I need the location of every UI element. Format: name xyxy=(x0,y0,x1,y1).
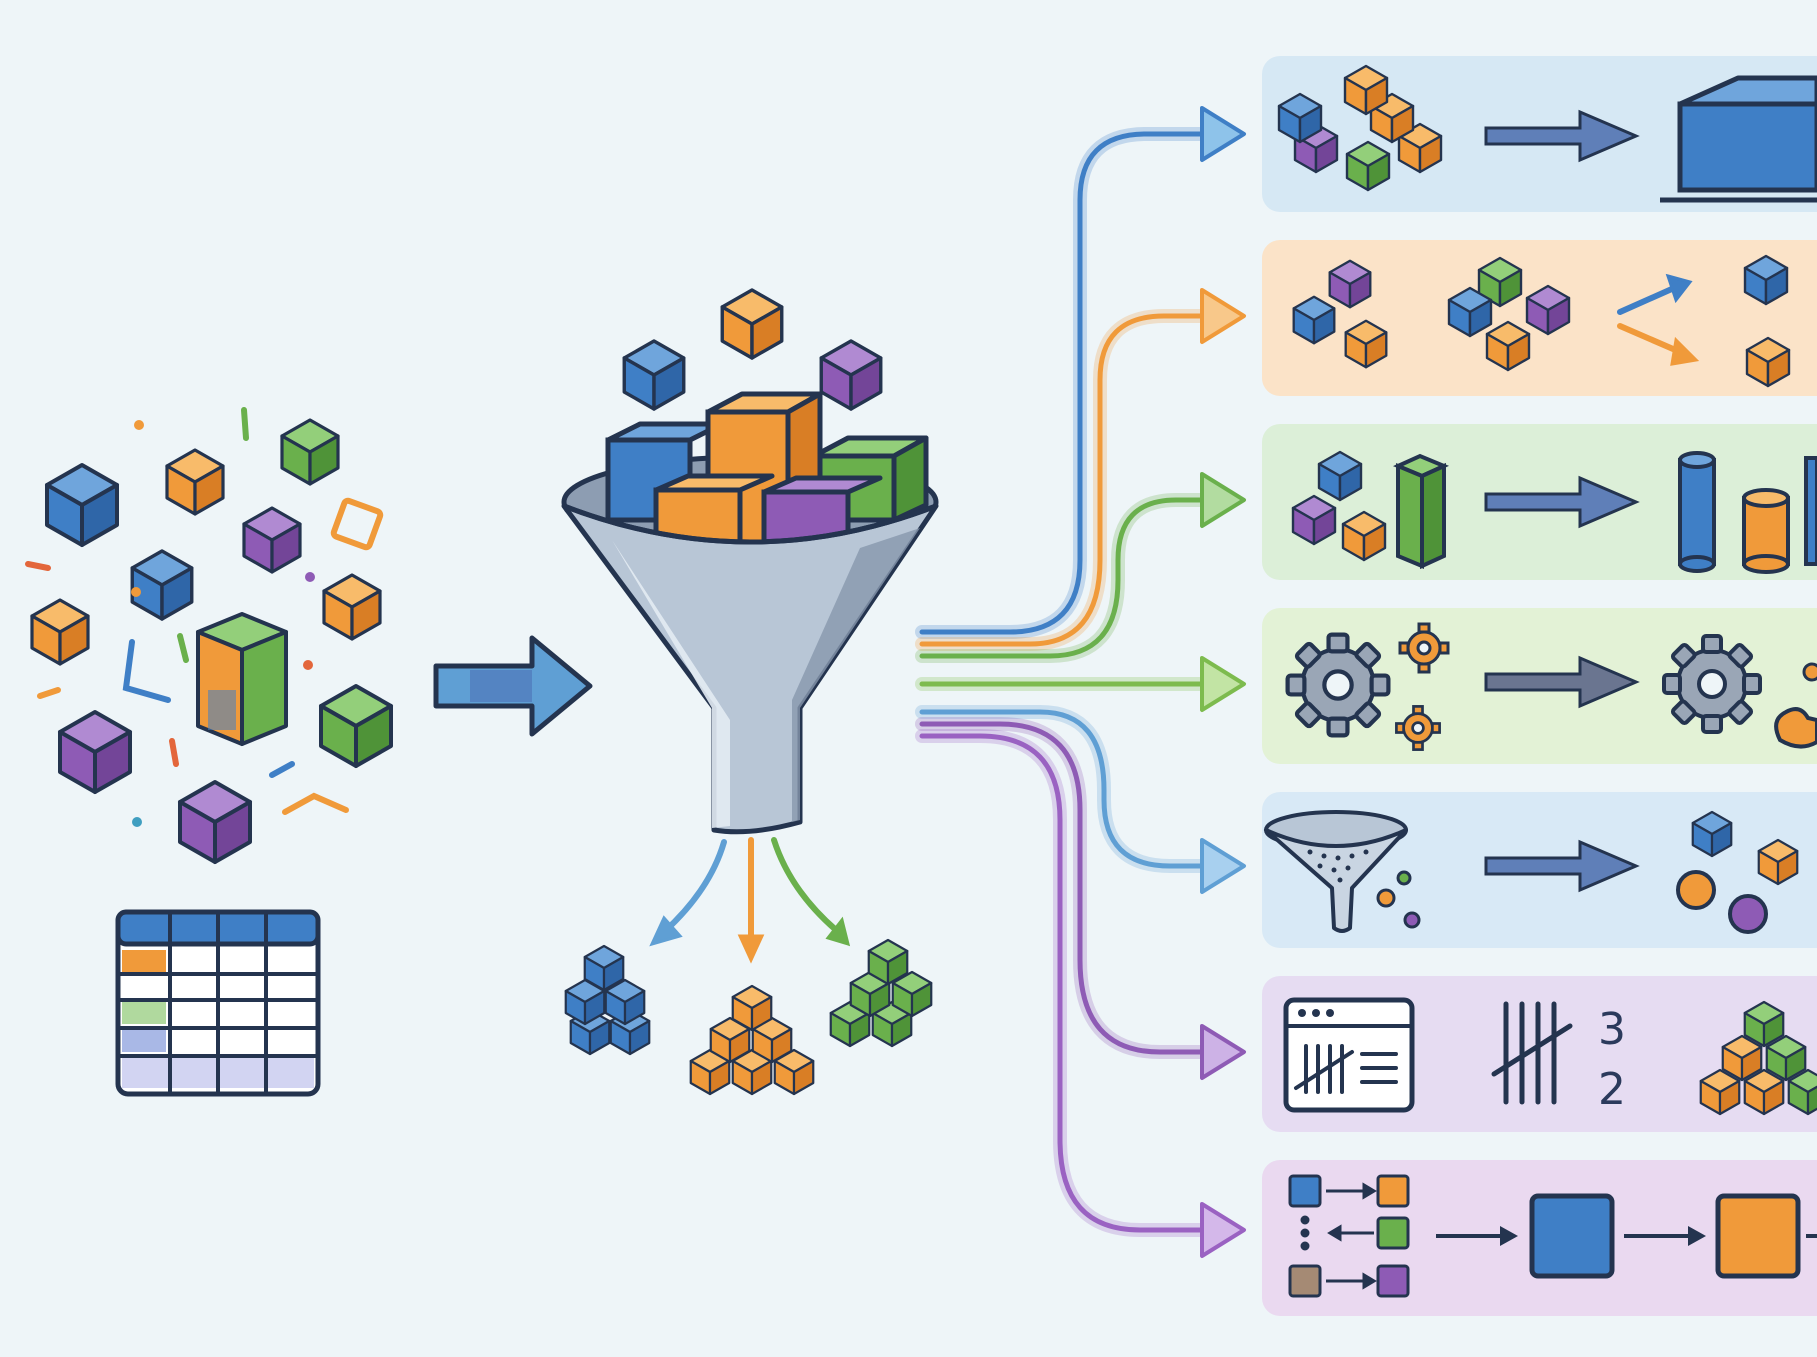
blue-cube-icon xyxy=(622,339,686,411)
sieve-funnel-icon xyxy=(1264,810,1421,933)
row-measure-content xyxy=(1291,450,1817,574)
light-green-pipeline-arrow-icon xyxy=(915,656,1246,712)
purple-cube-icon xyxy=(819,339,883,411)
tally-window-icon xyxy=(1283,997,1415,1113)
row-transform-content xyxy=(1288,622,1817,751)
green-stack xyxy=(829,938,933,1048)
blue-cube-icon xyxy=(130,549,194,621)
confetti-decoration xyxy=(25,407,384,827)
falling-cubes xyxy=(622,288,883,411)
mixed-cubes-icon xyxy=(1291,450,1450,570)
row-split-content xyxy=(1292,254,1791,388)
orange-cube-icon xyxy=(322,573,382,641)
arrow-icon xyxy=(1484,655,1640,709)
blue-cube-icon xyxy=(45,463,119,547)
purple-cube-icon xyxy=(178,780,252,864)
count-bottom-number: 2 xyxy=(1598,1064,1626,1115)
green-pipeline-arrow-icon xyxy=(915,472,1246,663)
row-count-content: 3 2 xyxy=(1283,997,1817,1116)
arrow-icon xyxy=(1484,109,1640,163)
blue-pipeline-arrow-icon xyxy=(915,106,1246,639)
orange-cube-icon xyxy=(165,448,225,516)
orange-pipeline-arrow-icon xyxy=(915,288,1246,651)
input-arrow-icon xyxy=(433,635,593,737)
orange-stack xyxy=(689,984,815,1096)
blue-stack xyxy=(564,944,651,1056)
count-top-number: 3 xyxy=(1598,1004,1626,1055)
green-cube-icon xyxy=(280,418,340,486)
light-blue-pipeline-arrow-icon xyxy=(915,705,1246,894)
row-aggregate-content xyxy=(1277,64,1817,203)
gear-output-icon xyxy=(1662,634,1817,749)
split-arrows-icon xyxy=(1617,273,1700,366)
cube-cluster-icon xyxy=(25,407,393,864)
tally-marks-icon xyxy=(1491,1001,1573,1105)
violet-pipeline-arrow-icon xyxy=(915,729,1246,1258)
sequence-squares-icon xyxy=(1436,1193,1817,1279)
mapping-grid-icon xyxy=(1288,1174,1410,1298)
green-cube-icon xyxy=(319,684,393,768)
purple-cube-icon xyxy=(242,506,302,574)
table-icon xyxy=(115,909,321,1097)
arrow-icon xyxy=(1484,839,1640,893)
funnel-icon xyxy=(561,391,939,835)
multicolor-block-icon xyxy=(196,612,288,746)
grouped-cube-stacks-icon xyxy=(564,938,933,1096)
row-filter-content xyxy=(1264,810,1799,934)
purple-cube-icon xyxy=(58,710,132,794)
purple-pipeline-arrow-icon xyxy=(915,717,1246,1080)
filtered-items-icon xyxy=(1676,810,1799,934)
arrow-icon xyxy=(1484,475,1640,529)
single-cube-icon xyxy=(1660,75,1817,203)
orange-cube-icon xyxy=(30,598,90,666)
row-sequence-content xyxy=(1288,1174,1817,1298)
pipeline-arrows xyxy=(915,106,1246,1258)
orange-cube-icon xyxy=(720,288,784,360)
funnel-output-arrows xyxy=(649,837,851,964)
cylinder-chart-icon xyxy=(1678,451,1817,574)
